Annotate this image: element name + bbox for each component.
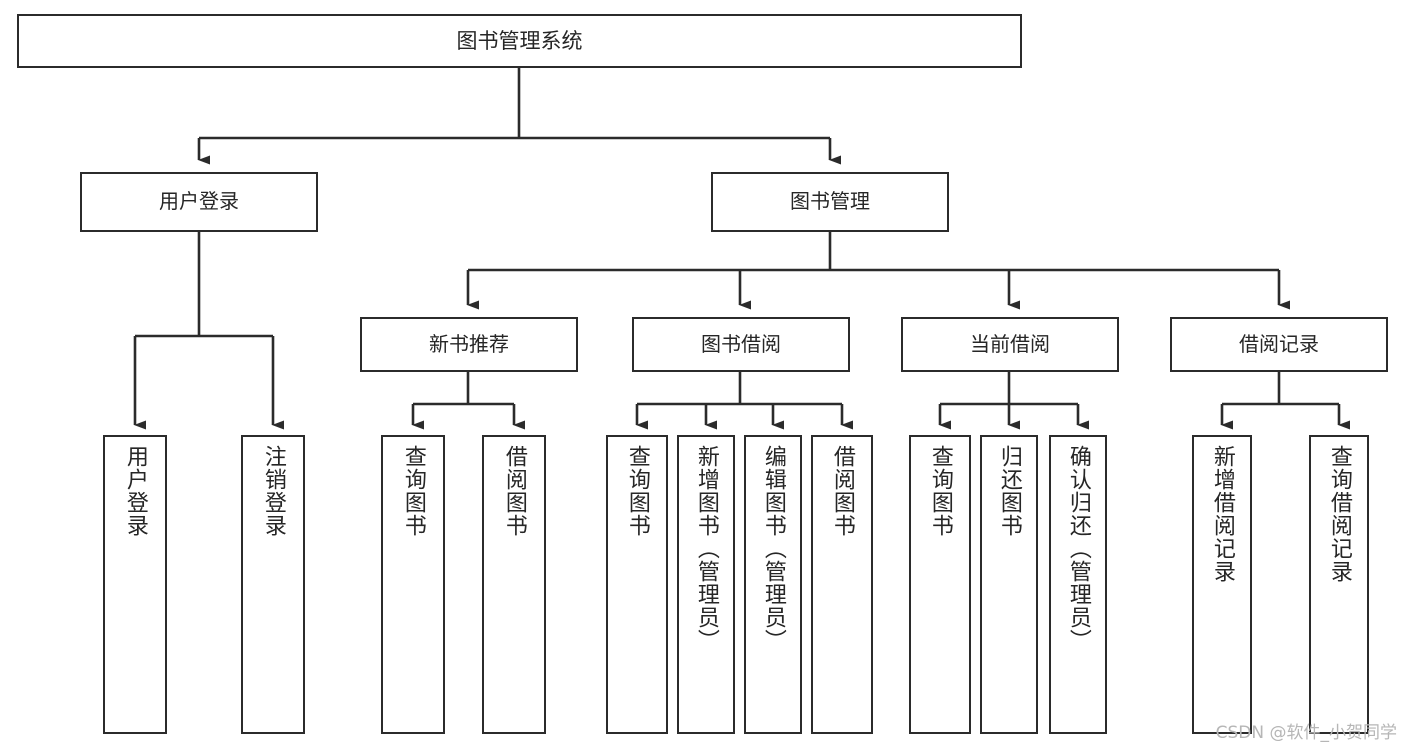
node-label: 确认归还（管理员） <box>1065 445 1091 652</box>
node-label: 编辑图书（管理员） <box>760 445 786 652</box>
node-label: 查询图书 <box>400 445 426 537</box>
leaf-return-book[interactable]: 归还图书 <box>980 435 1038 734</box>
node-label: 归还图书 <box>996 445 1022 537</box>
leaf-query-book-current[interactable]: 查询图书 <box>909 435 971 734</box>
leaf-query-book-borrow[interactable]: 查询图书 <box>606 435 668 734</box>
node-label: 当前借阅 <box>970 331 1050 356</box>
node-label: 用户登录 <box>159 189 239 214</box>
node-new-book-recommend[interactable]: 新书推荐 <box>360 317 578 372</box>
leaf-borrow-book-recommend[interactable]: 借阅图书 <box>482 435 546 734</box>
leaf-add-book-admin[interactable]: 新增图书（管理员） <box>677 435 735 734</box>
node-label: 新增图书（管理员） <box>693 445 719 652</box>
node-label: 图书管理系统 <box>456 28 583 53</box>
leaf-logout[interactable]: 注销登录 <box>241 435 305 734</box>
node-label: 新书推荐 <box>429 331 509 356</box>
node-book-borrow[interactable]: 图书借阅 <box>632 317 850 372</box>
node-label: 图书管理 <box>790 189 870 214</box>
node-label: 注销登录 <box>260 445 286 537</box>
node-label: 用户登录 <box>122 445 148 537</box>
leaf-confirm-return-admin[interactable]: 确认归还（管理员） <box>1049 435 1107 734</box>
watermark-text: CSDN @软件_小贺同学 <box>1215 723 1397 743</box>
node-root-book-management-system[interactable]: 图书管理系统 <box>17 14 1022 68</box>
node-book-management[interactable]: 图书管理 <box>711 172 949 232</box>
node-label: 查询借阅记录 <box>1326 445 1352 583</box>
node-label: 查询图书 <box>927 445 953 537</box>
leaf-add-borrow-record[interactable]: 新增借阅记录 <box>1192 435 1252 734</box>
node-label: 查询图书 <box>624 445 650 537</box>
leaf-user-login[interactable]: 用户登录 <box>103 435 167 734</box>
node-label: 借阅图书 <box>829 445 855 537</box>
leaf-borrow-book[interactable]: 借阅图书 <box>811 435 873 734</box>
node-user-login[interactable]: 用户登录 <box>80 172 318 232</box>
leaf-query-book-recommend[interactable]: 查询图书 <box>381 435 445 734</box>
leaf-edit-book-admin[interactable]: 编辑图书（管理员） <box>744 435 802 734</box>
node-label: 借阅记录 <box>1239 331 1319 356</box>
node-current-borrow[interactable]: 当前借阅 <box>901 317 1119 372</box>
node-borrow-record[interactable]: 借阅记录 <box>1170 317 1388 372</box>
node-label: 借阅图书 <box>501 445 527 537</box>
node-label: 图书借阅 <box>701 331 781 356</box>
node-label: 新增借阅记录 <box>1209 445 1235 583</box>
leaf-query-borrow-record[interactable]: 查询借阅记录 <box>1309 435 1369 734</box>
